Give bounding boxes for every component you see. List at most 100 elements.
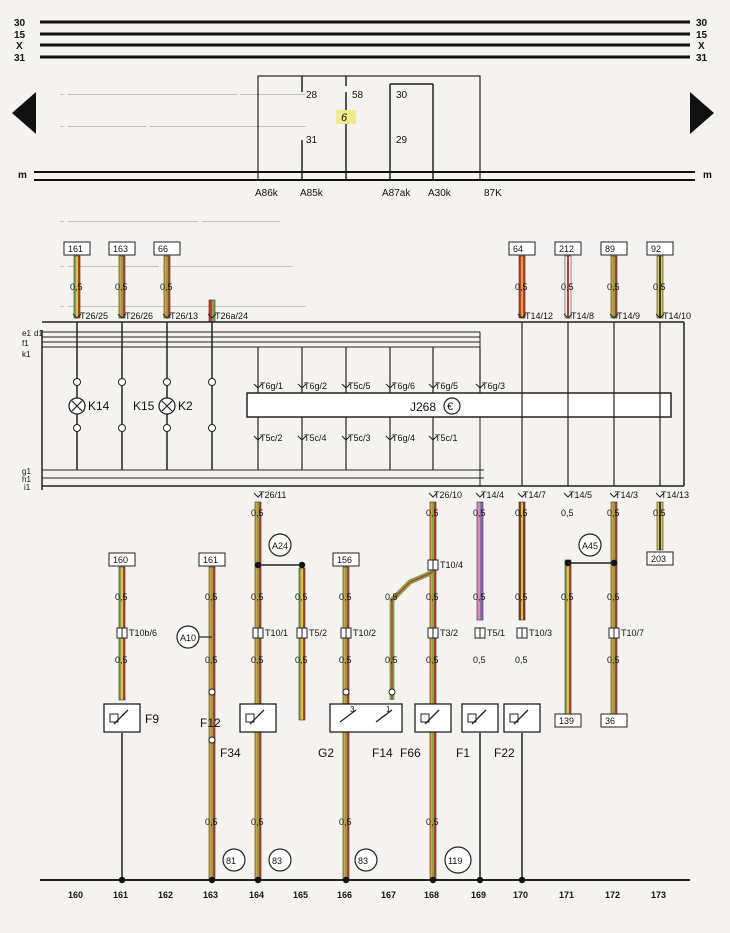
module-pin-bottom-0: T5c/2 bbox=[260, 433, 283, 443]
wire-low-7-outline bbox=[656, 501, 664, 551]
prev-page-arrow-icon[interactable] bbox=[12, 92, 36, 134]
background-bleed-text: - ————————————— ————— - —————— —————————… bbox=[60, 86, 306, 313]
column-number-172: 172 bbox=[605, 890, 620, 900]
ref-box-top-92: 92 bbox=[651, 244, 661, 254]
wire-low-0-strand bbox=[257, 502, 259, 880]
module-pin-bottom-1-mark bbox=[297, 435, 307, 441]
ref-box-top-64: 64 bbox=[513, 244, 523, 254]
ref-box-top-92-frame bbox=[646, 241, 674, 256]
switch-box-g2-f14 bbox=[329, 703, 403, 733]
wire-low-0-strand bbox=[259, 502, 261, 880]
rail-label-f1: f1 bbox=[22, 339, 29, 348]
switch-body-1 bbox=[245, 713, 255, 723]
connector-low-t5-2: T5/2 bbox=[309, 628, 327, 638]
wire-size-low2-2: 0,5 bbox=[251, 655, 264, 665]
next-page-arrow-icon[interactable] bbox=[690, 92, 714, 134]
column-number-166: 166 bbox=[337, 890, 352, 900]
ground-dot-2 bbox=[254, 876, 262, 884]
connector-mid-5-mark bbox=[609, 492, 619, 498]
wire-low-2-strand bbox=[430, 502, 432, 880]
wire-size-low-1: 0,5 bbox=[205, 592, 218, 602]
wire-low-7-strand bbox=[661, 502, 663, 550]
switch-box-4 bbox=[503, 703, 541, 733]
wire-size-top-3: 0,5 bbox=[515, 282, 528, 292]
module-pin-top-4-mark bbox=[428, 383, 438, 389]
ref-box-low-36: 36 bbox=[605, 716, 615, 726]
wire-low-1 bbox=[298, 567, 306, 721]
wire-low-4-strand bbox=[521, 502, 523, 620]
ground-dot-5 bbox=[476, 876, 484, 884]
switch-label-f22: F22 bbox=[494, 746, 515, 760]
column-number-167: 167 bbox=[381, 890, 396, 900]
wire-low-1-strand bbox=[301, 568, 303, 720]
module-pin-bottom-2-mark bbox=[341, 435, 351, 441]
switch-body-4 bbox=[509, 713, 519, 723]
circle-mark-a24-ring bbox=[268, 533, 292, 557]
switch-box-2 bbox=[414, 703, 452, 733]
wire-top-6-strand bbox=[657, 256, 659, 318]
switch-body-3 bbox=[467, 713, 477, 723]
connector-mid-4: T14/5 bbox=[569, 490, 592, 500]
switch-body-2 bbox=[420, 713, 430, 723]
wire-low-6-strand bbox=[611, 502, 613, 715]
wire-low-2-strand bbox=[434, 502, 436, 880]
bus-label-right-31: 31 bbox=[696, 53, 708, 64]
rail-label-g1: g1 bbox=[22, 467, 31, 476]
column-number-171: 171 bbox=[559, 890, 574, 900]
module-pin-top-0-mark bbox=[253, 383, 263, 389]
ground-circle-83b: 83 bbox=[358, 856, 368, 866]
ground-circle-83a: 83 bbox=[272, 856, 282, 866]
ground-circle-81: 81 bbox=[226, 856, 236, 866]
wire-size-mid-1: 0,5 bbox=[426, 508, 439, 518]
switch-label-g2: G2 bbox=[318, 746, 334, 760]
ref-box-mid-156: 156 bbox=[337, 555, 352, 565]
lamp-node-bottom-3 bbox=[208, 424, 216, 432]
ground-dot-6 bbox=[518, 876, 526, 884]
lamp-node-bottom-1 bbox=[118, 424, 126, 432]
connector-mid-1: T26/10 bbox=[434, 490, 462, 500]
wire-low-5-strand bbox=[567, 560, 569, 715]
relay-bottom-label-87k: 87K bbox=[484, 188, 502, 199]
column-number-165: 165 bbox=[293, 890, 308, 900]
wire-low-161-strand bbox=[209, 567, 211, 880]
svg-text:- ————————————— —————: - ————————————— ————— bbox=[60, 86, 306, 101]
module-pin-bottom-4-mark bbox=[428, 435, 438, 441]
ref-box-mid-161-frame bbox=[198, 552, 226, 567]
lamp-node-top-1 bbox=[118, 378, 126, 386]
lamp-node-top-0 bbox=[73, 378, 81, 386]
wire-top-0-strand bbox=[76, 256, 78, 318]
wire-top-5-strand bbox=[615, 256, 617, 318]
wire-size-top-4: 0,5 bbox=[561, 282, 574, 292]
wire-size-low2-5: 0,5 bbox=[385, 655, 398, 665]
ref-box-mid-156-frame bbox=[332, 552, 360, 567]
bus-label-left-x: X bbox=[16, 41, 23, 52]
switch-f14-lever bbox=[375, 709, 393, 723]
module-pin-top-4: T6g/5 bbox=[435, 381, 458, 391]
wire-low-6 bbox=[610, 501, 618, 716]
switch-label-f9: F9 bbox=[145, 712, 159, 726]
ground-circle-83a-ring bbox=[268, 848, 292, 872]
column-number-170: 170 bbox=[513, 890, 528, 900]
rail-label-k1: k1 bbox=[22, 350, 31, 359]
switch-body-0 bbox=[109, 713, 119, 723]
switch-box-1 bbox=[239, 703, 277, 733]
lamp-label-k15: K15 bbox=[133, 399, 155, 413]
ref-box-top-161: 161 bbox=[68, 244, 83, 254]
rail-label-h1: h1 bbox=[22, 475, 31, 484]
switch-node-f12 bbox=[208, 688, 216, 696]
ref-box-top-212-frame bbox=[554, 241, 582, 256]
connector-low-t10-4: T10/4 bbox=[440, 560, 463, 570]
wire-size-mid-5: 0,5 bbox=[607, 508, 620, 518]
switch-box-3 bbox=[461, 703, 499, 733]
switch-pin-node-3 bbox=[342, 688, 350, 696]
connector-low-t10-3: T10/3 bbox=[529, 628, 552, 638]
wire-size-mid-0: 0,5 bbox=[251, 508, 264, 518]
relay-bottom-label-a85k: A85k bbox=[300, 188, 324, 199]
wire-top-4-strand bbox=[569, 256, 571, 318]
wire-low-4 bbox=[518, 501, 526, 621]
wire-size-low-8: 0,5 bbox=[515, 592, 528, 602]
wire-bend-t104-stripe bbox=[391, 571, 434, 700]
wire-low-2-strand bbox=[432, 502, 434, 880]
connector-low-t10b-6: T10b/6 bbox=[129, 628, 157, 638]
connector-top-4: T14/12 bbox=[525, 311, 553, 321]
